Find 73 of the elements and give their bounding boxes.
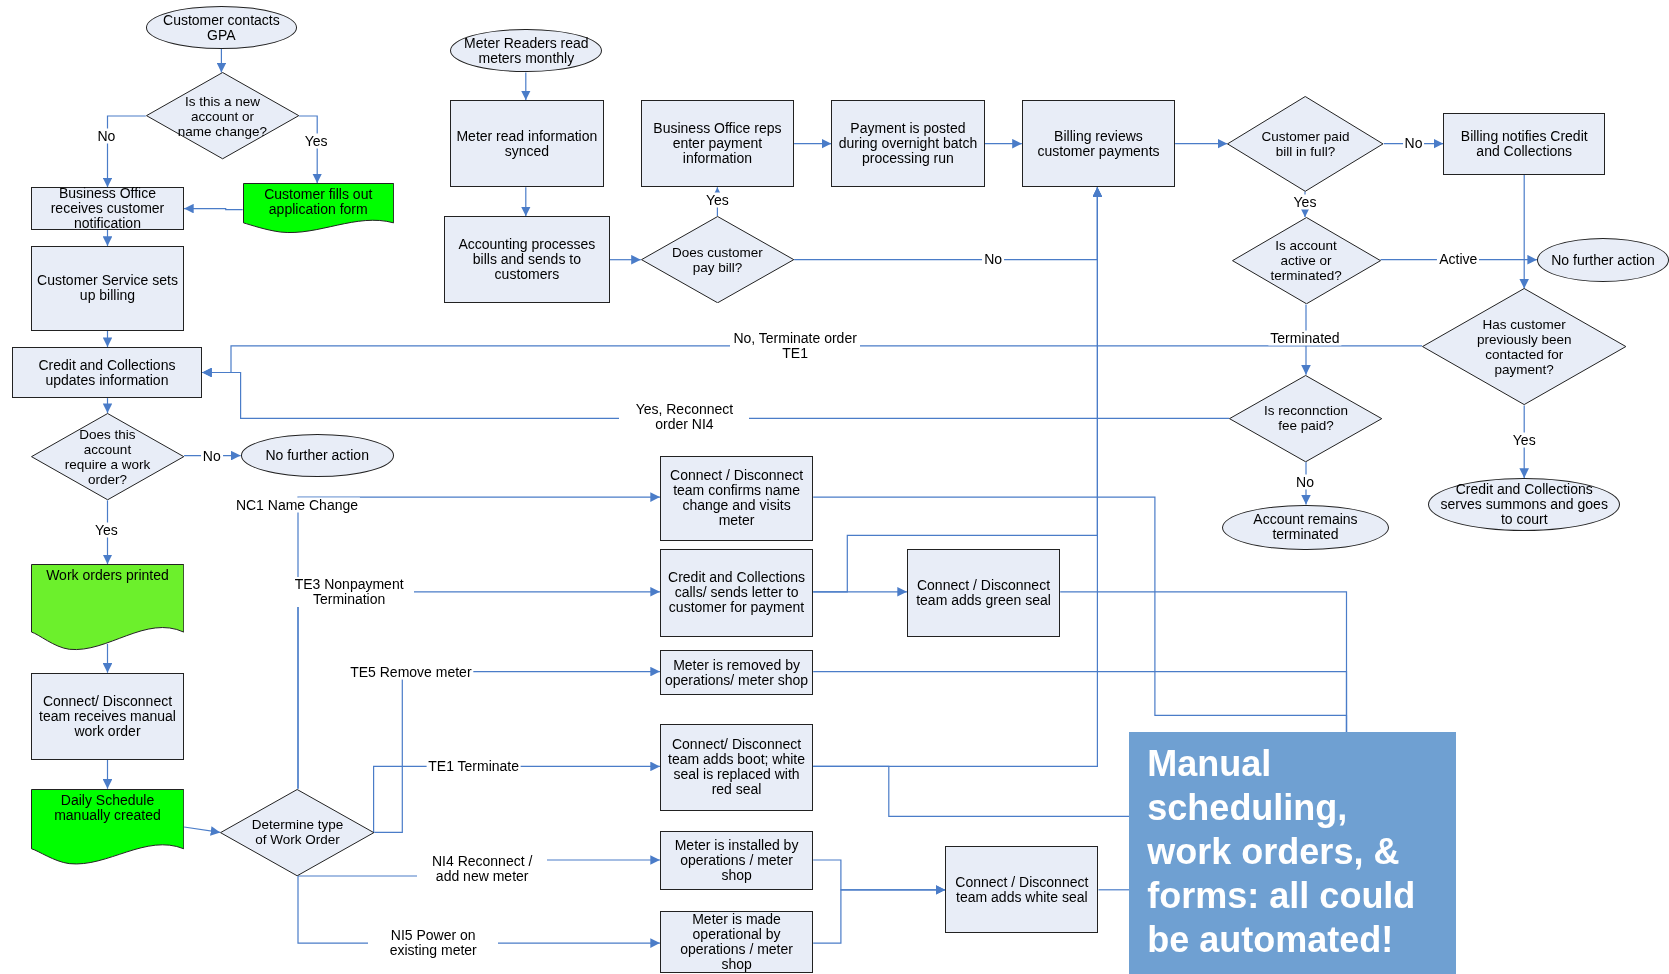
edge-label: Yes xyxy=(302,133,330,148)
process-box: Connect / Disconnect team adds white seal xyxy=(945,846,1099,934)
terminator-box: Account remains terminated xyxy=(1221,504,1390,551)
process-box: Meter read information synced xyxy=(450,100,604,188)
process-box: Billing notifies Credit and Collections xyxy=(1443,112,1606,175)
arrow xyxy=(102,759,113,790)
arrow xyxy=(609,254,642,265)
terminator-box: Meter Readers read meters monthly xyxy=(450,28,603,73)
terminator-box: No further action xyxy=(240,434,394,477)
connector-line xyxy=(1097,889,1130,891)
decision-diamond: Is account active or terminated? xyxy=(1231,217,1381,305)
decision-diamond: Does this account require a work order? xyxy=(30,413,185,501)
decision-diamond: Customer paid bill in full? xyxy=(1227,95,1384,192)
edge-label: No, Terminate order TE1 xyxy=(730,330,861,361)
process-box: Connect / Disconnect team adds green seal xyxy=(906,549,1061,637)
edge-label: Active xyxy=(1437,251,1480,267)
process-box: Connect/ Disconnect team receives manual work order xyxy=(30,672,185,760)
connector-line xyxy=(812,765,1130,817)
process-box: Business Office reps enter payment information xyxy=(640,100,795,188)
edge-label: Yes xyxy=(1510,432,1538,448)
edge-label: Yes xyxy=(704,192,731,208)
document-shape: Daily Schedule manually created xyxy=(30,788,185,866)
arrow xyxy=(183,826,221,836)
process-box: Accounting processes bills and sends to customers xyxy=(443,216,610,304)
edge-label: No xyxy=(982,251,1005,267)
arrow xyxy=(812,885,946,944)
arrow xyxy=(102,643,113,674)
arrow xyxy=(102,115,147,188)
decision-diamond: Has customer previously been contacted for payment? xyxy=(1422,288,1627,406)
decision-diamond: Does customer pay bill? xyxy=(640,216,795,304)
process-box: Meter is removed by operations/ meter shop xyxy=(659,650,814,696)
arrow xyxy=(521,71,531,101)
arrow xyxy=(102,330,113,348)
arrow xyxy=(183,203,244,214)
edge-label: No xyxy=(1294,474,1316,490)
edge-label: NI5 Power on existing meter xyxy=(368,928,499,959)
process-box: Credit and Collections calls/ sends letter to customer for payment xyxy=(659,549,814,637)
arrow xyxy=(102,397,113,414)
process-box: Billing reviews customer payments xyxy=(1021,100,1176,188)
edge-label: Yes xyxy=(1291,194,1319,210)
terminator-box: Customer contacts GPA xyxy=(145,6,297,49)
edge-label: No xyxy=(1402,135,1425,151)
decision-diamond: Determine type of Work Order xyxy=(220,788,375,876)
arrow xyxy=(216,48,227,73)
process-box: Business Office receives customer notification xyxy=(30,187,185,230)
document-shape: Work orders printed xyxy=(30,564,185,652)
process-box: Credit and Collections updates information xyxy=(11,347,203,399)
edge-label: Yes xyxy=(93,522,120,538)
terminator-box: No further action xyxy=(1537,238,1669,283)
arrow xyxy=(984,138,1023,149)
process-box: Meter is installed by operations / meter shop xyxy=(659,831,814,890)
process-box: Connect / Disconnect team confirms name change and visits meter xyxy=(659,455,814,541)
edge-label: No xyxy=(200,448,223,464)
process-box: Meter is made operational by operations / meter shop xyxy=(659,911,814,973)
document-shape: Customer fills out application form xyxy=(242,183,394,235)
arrow xyxy=(793,138,832,149)
arrow xyxy=(1174,138,1228,149)
decision-diamond: Is this a new account or name change? xyxy=(145,72,300,160)
edge-label: NI4 Reconnect / add new meter xyxy=(417,853,548,884)
process-box: Connect/ Disconnect team adds boot; white seal is replaced with red seal xyxy=(659,723,814,812)
arrow xyxy=(1519,174,1529,290)
edge-label: TE1 Terminate xyxy=(426,758,522,774)
arrow xyxy=(521,186,531,217)
edge-label: TE5 Remove meter xyxy=(348,664,474,680)
connector-line xyxy=(812,671,1348,733)
arrow xyxy=(102,229,113,247)
terminator-box: Credit and Collections serves summons and goes to court xyxy=(1428,477,1621,532)
edge-label: No xyxy=(95,128,118,144)
callout-box: Manual scheduling, work orders, & forms: all could be automated! xyxy=(1129,732,1457,974)
process-box: Payment is posted during overnight batch processing run xyxy=(831,100,985,188)
process-box: Customer Service sets up billing xyxy=(30,245,185,331)
decision-diamond: Is reconnction fee paid? xyxy=(1229,374,1383,462)
edge-label: Terminated xyxy=(1268,330,1342,346)
